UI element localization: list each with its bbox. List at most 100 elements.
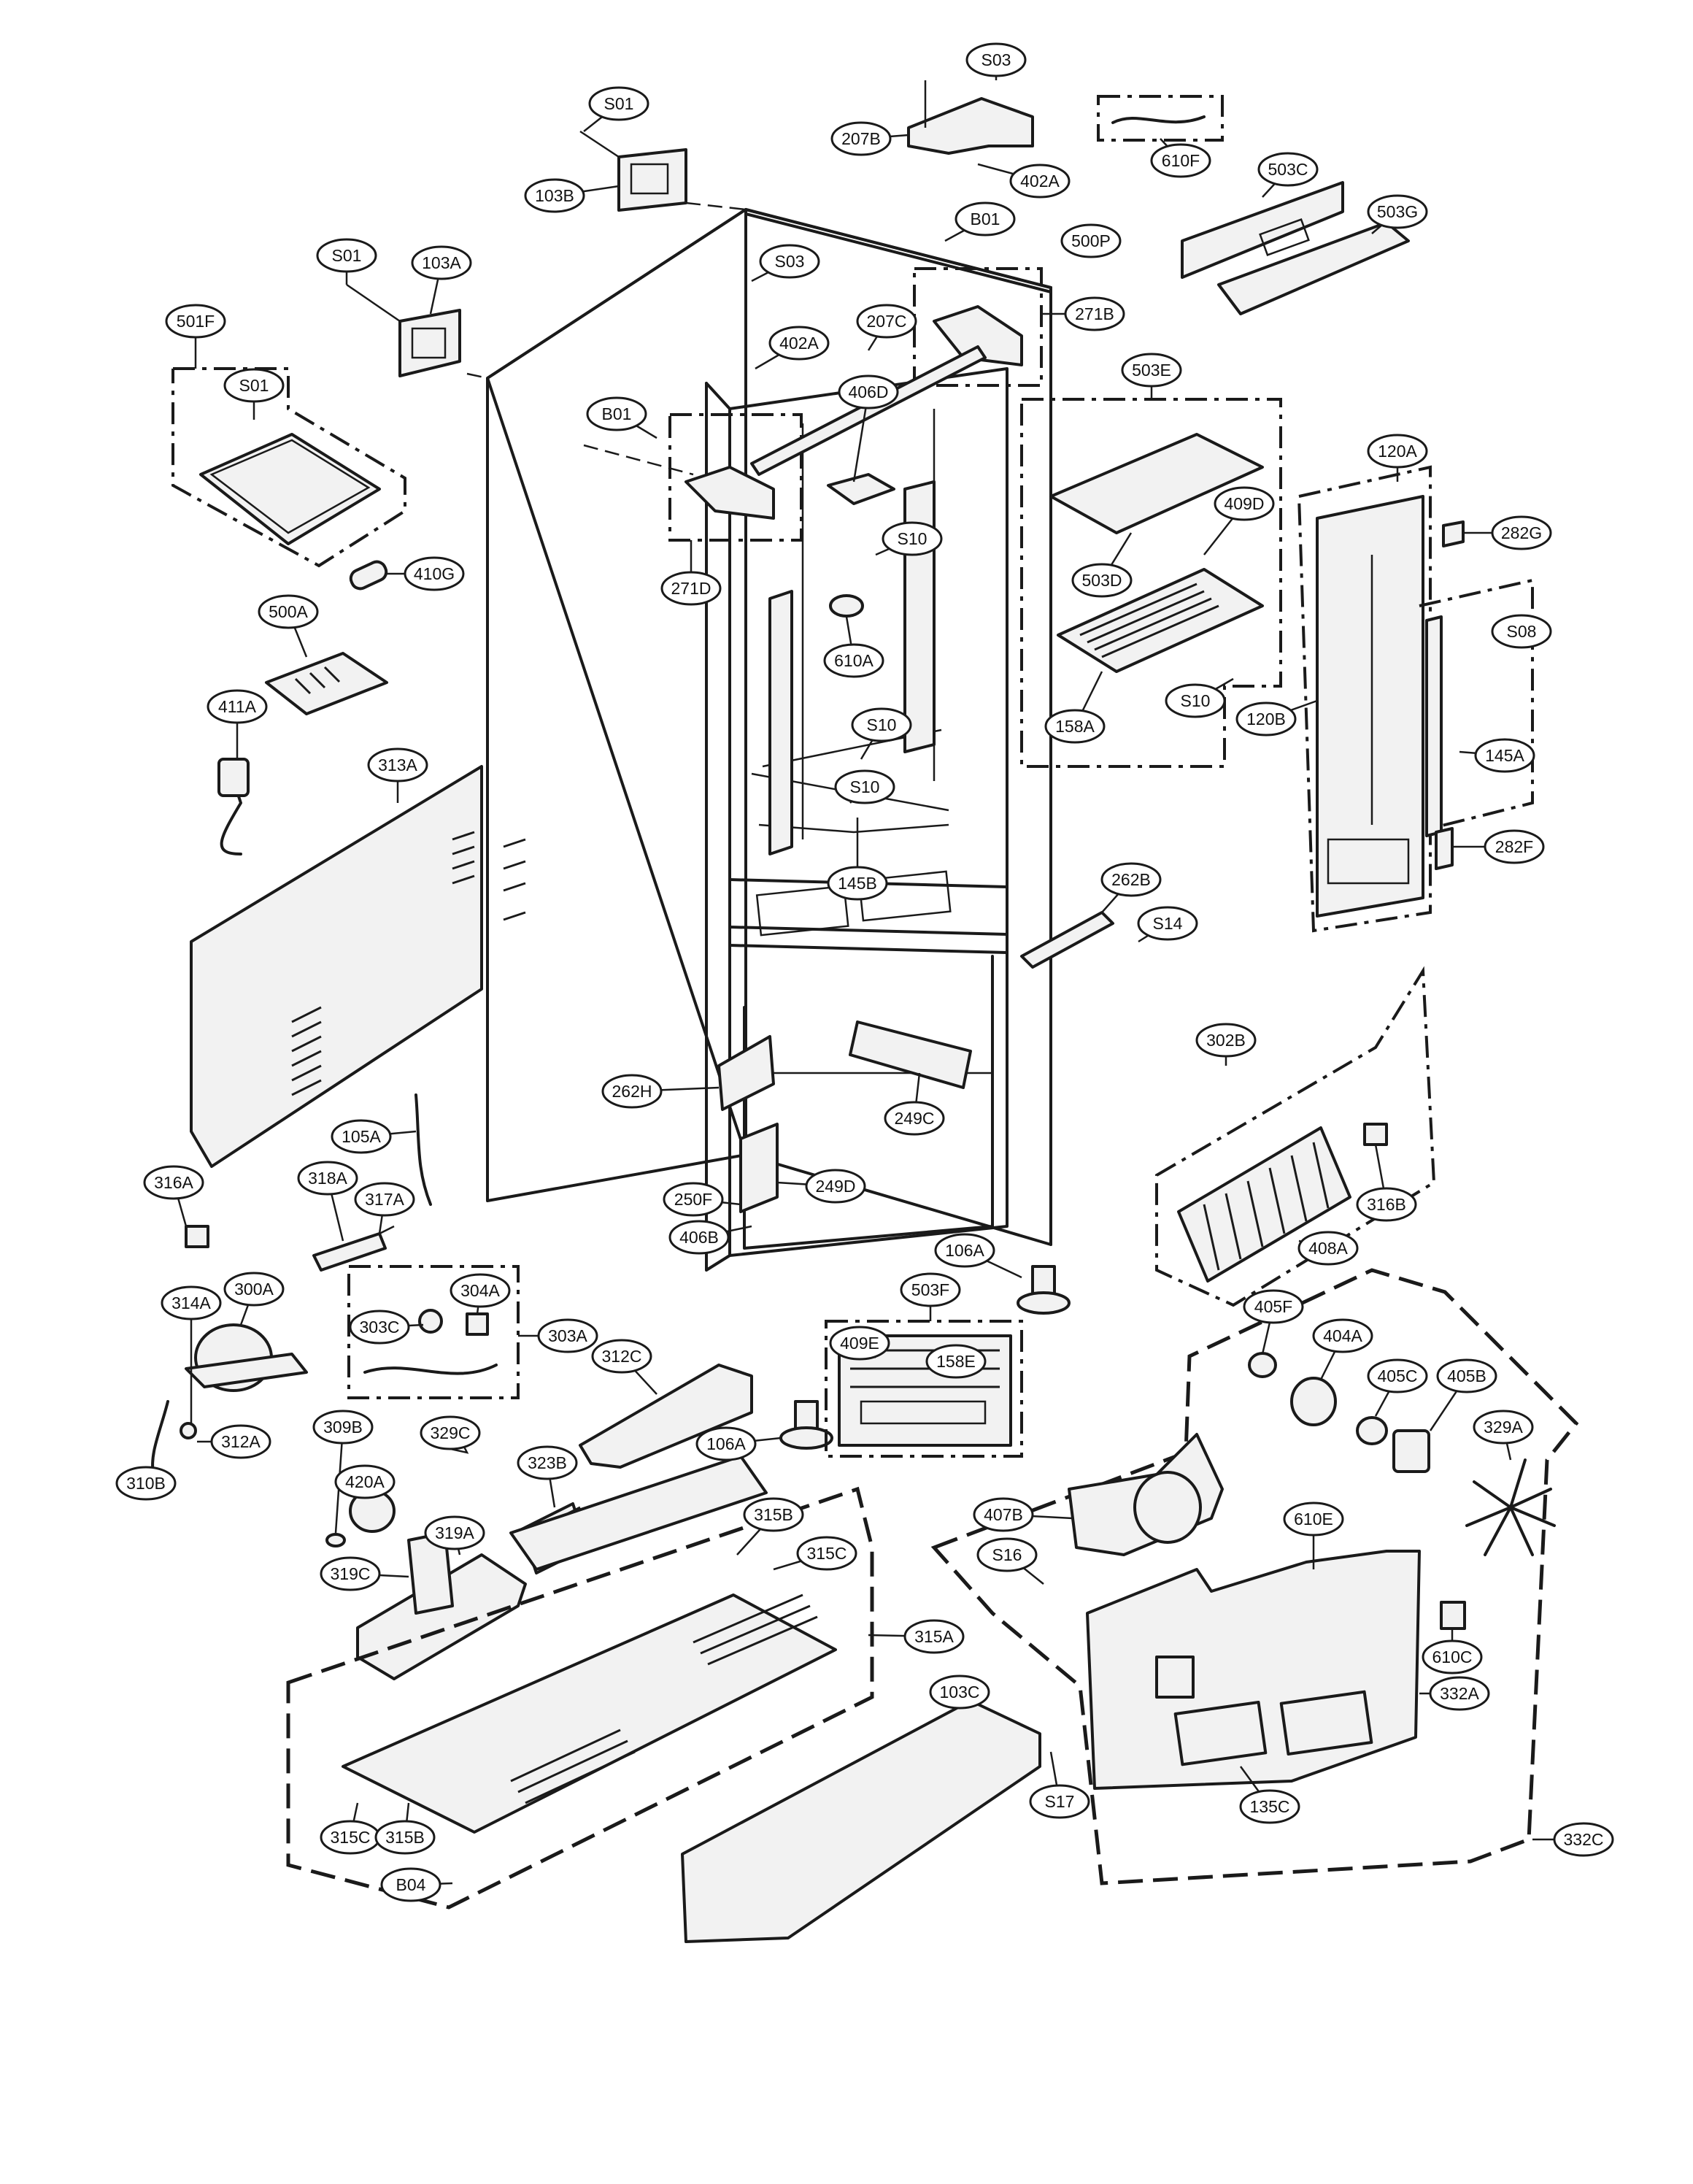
callout-bubble	[354, 1182, 415, 1217]
callout-label: 610C	[1432, 1647, 1473, 1666]
callout-bubble	[903, 1619, 965, 1654]
callout-312a: 312A	[197, 1424, 271, 1459]
callout-250f: 250F	[663, 1182, 741, 1217]
callout-420a: 420A	[334, 1464, 396, 1499]
callout-bubble	[1491, 614, 1552, 649]
ionizer-410g	[349, 560, 388, 591]
callout-bubble	[334, 1464, 396, 1499]
callout-402a-mid: 402A	[755, 326, 830, 370]
callout-bubble	[161, 1285, 222, 1320]
callout-label: 411A	[218, 697, 257, 716]
callout-bubble	[1473, 1410, 1534, 1445]
callout-label: 402A	[779, 334, 819, 353]
callout-label: 282G	[1501, 523, 1542, 542]
callout-bubble	[925, 1344, 987, 1379]
callout-label: 407B	[984, 1505, 1023, 1524]
hinge-cover-103a	[346, 283, 461, 377]
callout-315a: 315A	[868, 1619, 965, 1654]
callout-106a-b: 106A	[695, 1426, 782, 1461]
callout-label: 271B	[1075, 304, 1114, 323]
callout-bubble	[1422, 1639, 1483, 1674]
callout-316b: 316B	[1356, 1144, 1417, 1222]
callout-282f: 282F	[1452, 829, 1545, 864]
callout-402a-top: 402A	[977, 163, 1071, 199]
callout-bubble	[223, 368, 285, 403]
callout-label: 249D	[816, 1177, 856, 1196]
callout-329a: 329A	[1473, 1410, 1534, 1461]
callout-label: 314A	[171, 1293, 211, 1312]
callout-s14: S14	[1137, 906, 1198, 943]
callout-329c: 329C	[420, 1415, 481, 1450]
callout-label: 318A	[308, 1169, 347, 1188]
callout-409d: 409D	[1203, 486, 1275, 555]
callout-bubble	[1367, 434, 1428, 469]
callout-label: 409D	[1225, 494, 1265, 513]
callout-s08: S08	[1491, 614, 1552, 649]
callout-bubble	[450, 1273, 511, 1308]
callout-label: 500P	[1071, 231, 1111, 250]
callout-158e: 158E	[925, 1344, 987, 1379]
callout-406d: 406D	[838, 374, 899, 482]
callout-bubble	[210, 1424, 271, 1459]
callout-bubble	[884, 1101, 945, 1136]
callout-label: S03	[982, 50, 1011, 69]
callout-label: S01	[604, 94, 634, 113]
callout-bubble	[1484, 829, 1545, 864]
callout-label: 315A	[914, 1627, 954, 1646]
callout-label: 408A	[1308, 1239, 1348, 1258]
callout-304a: 304A	[450, 1273, 511, 1315]
callout-bubble	[331, 1119, 392, 1154]
callout-b01-top: B01	[944, 201, 1016, 242]
callout-bubble	[796, 1536, 857, 1571]
callout-316a: 316A	[143, 1165, 204, 1227]
callout-bubble	[1029, 1784, 1090, 1819]
callout-332a: 332A	[1419, 1676, 1490, 1711]
callout-312c: 312C	[591, 1339, 657, 1395]
callout-bubble	[1491, 515, 1552, 550]
callout-label: S01	[239, 376, 269, 395]
callout-s03-top: S03	[965, 42, 1027, 80]
callout-label: 332A	[1440, 1684, 1479, 1703]
callout-411a: 411A	[207, 689, 268, 759]
callout-label: 271D	[671, 579, 711, 598]
cover-lid-501f	[171, 367, 406, 568]
callout-label: 105A	[342, 1127, 381, 1146]
callout-bubble	[829, 1326, 890, 1361]
callout-405b: 405B	[1429, 1358, 1497, 1431]
callout-bubble	[805, 1169, 866, 1204]
callout-319a: 319A	[424, 1515, 485, 1556]
callout-bubble	[1356, 1187, 1417, 1222]
callout-bubble	[1312, 1318, 1373, 1353]
callout-bubble	[743, 1497, 804, 1532]
callout-label: 332C	[1564, 1830, 1604, 1849]
callout-label: 610F	[1162, 151, 1200, 170]
callout-label: 503G	[1377, 202, 1418, 221]
callout-bubble	[1297, 1231, 1359, 1266]
callout-271d: 271D	[660, 540, 722, 606]
callout-103a: 103A	[411, 245, 472, 315]
callout-bubble	[1243, 1289, 1304, 1324]
callout-bubble	[1235, 701, 1297, 737]
callout-bubble	[1009, 164, 1071, 199]
callout-label: 503D	[1082, 571, 1122, 590]
leveling-leg-106a	[779, 1265, 1071, 1450]
callout-409e: 409E	[829, 1326, 890, 1361]
callout-bubble	[586, 396, 647, 431]
callout-407b: 407B	[973, 1497, 1073, 1532]
callout-bubble	[207, 689, 268, 724]
callout-bubble	[316, 238, 377, 273]
callout-bubble	[1150, 143, 1211, 178]
hinge-cover-103b	[579, 130, 687, 212]
hinge-cover-406d	[827, 473, 895, 505]
callout-label: 315C	[331, 1828, 371, 1847]
callout-label: S10	[850, 777, 880, 796]
back-cover-313a	[190, 765, 526, 1168]
callout-label: 158A	[1055, 717, 1095, 736]
callout-label: S10	[1181, 691, 1211, 710]
callout-610e: 610E	[1283, 1502, 1344, 1569]
callout-103b: 103B	[524, 178, 620, 213]
callout-bubble	[668, 1220, 730, 1255]
wire-harness-610f	[1097, 95, 1224, 142]
callout-315b-b: 315B	[374, 1802, 436, 1855]
